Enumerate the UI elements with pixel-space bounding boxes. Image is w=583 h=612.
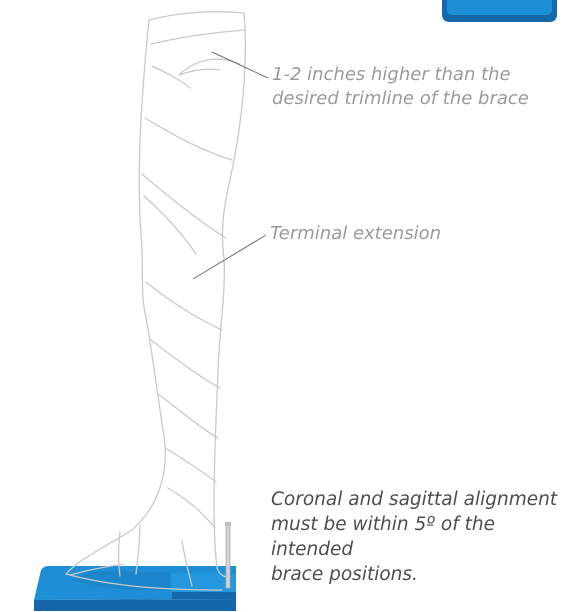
trimline-annotation-line2: desired trimline of the brace: [272, 88, 529, 109]
alignment-annotation: Coronal and sagittal alignment must be w…: [271, 487, 581, 587]
alignment-rod: [225, 522, 231, 588]
alignment-annotation-line2: must be within 5º of the intended: [271, 514, 495, 560]
terminal-extension-leader: [193, 235, 266, 279]
leg-cast-outline: [66, 12, 245, 590]
trimline-annotation-line1: 1-2 inches higher than the: [272, 64, 511, 85]
trimline-leader: [212, 52, 268, 78]
leader-lines: [193, 52, 268, 279]
trimline-annotation: 1-2 inches higher than the desired triml…: [272, 63, 572, 111]
foot-base-plate: [34, 566, 236, 611]
alignment-annotation-line3: brace positions.: [271, 564, 418, 585]
terminal-extension-annotation: Terminal extension: [270, 222, 510, 246]
alignment-annotation-line1: Coronal and sagittal alignment: [271, 489, 557, 510]
corner-base-fragment: [442, 0, 557, 22]
